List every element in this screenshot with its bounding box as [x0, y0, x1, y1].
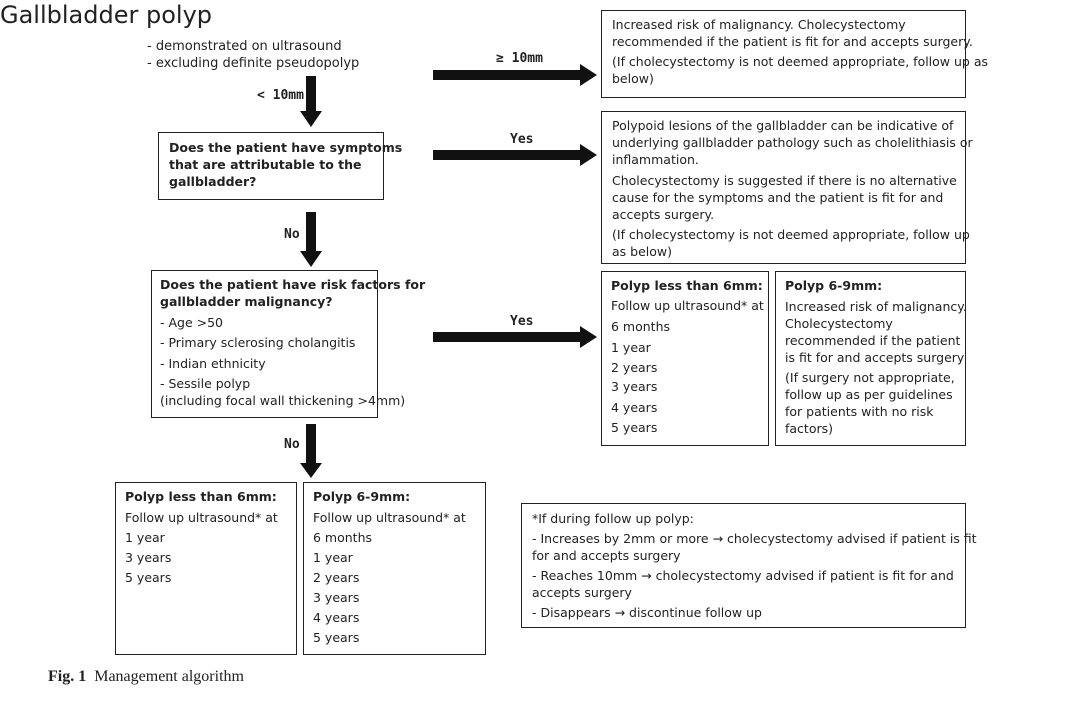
box-text: 2 years: [313, 570, 360, 585]
box-text: 5 years: [125, 570, 172, 585]
box-text: 1 year: [611, 340, 651, 355]
caption-label: Fig. 1: [48, 668, 87, 685]
box-text: 6 months: [313, 530, 373, 545]
box-text: (If surgery not appropriate,: [785, 370, 955, 385]
box-title: Polyp 6-9mm:: [785, 278, 883, 293]
arrow-right-ge10: [433, 64, 597, 86]
arrow-down-no2: [300, 424, 322, 478]
box-text: underlying gallbladder pathology such as…: [612, 135, 973, 150]
box-text: Polypoid lesions of the gallbladder can …: [612, 118, 954, 133]
box-text: below): [612, 71, 654, 86]
box-text: is fit for and accepts surgery: [785, 350, 965, 365]
box-text: 3 years: [125, 550, 172, 565]
box-text: 5 years: [611, 420, 658, 435]
box-text: recommended if the patient is fit for an…: [612, 34, 973, 49]
box-text: Does the patient have risk factors for: [160, 277, 426, 292]
box-text: factors): [785, 421, 834, 436]
box-norisk-polyp-small: Polyp less than 6mm: Follow up ultrasoun…: [115, 482, 297, 655]
box-text: gallbladder?: [169, 174, 257, 189]
label-ge10: ≥ 10mm: [496, 51, 543, 66]
box-title: Polyp 6-9mm:: [313, 489, 411, 504]
box-question-risk-factors: Does the patient have risk factors for g…: [151, 270, 425, 418]
box-text: - Reaches 10mm → cholecystectomy advised…: [532, 568, 954, 583]
start-criterion: - demonstrated on ultrasound: [147, 39, 342, 54]
box-footnote: *If during follow up polyp: - Increases …: [521, 503, 977, 628]
box-text: for patients with no risk: [785, 404, 934, 419]
box-text: Cholecystectomy is suggested if there is…: [612, 173, 957, 188]
box-text: Increased risk of malignancy. Cholecyste…: [612, 17, 906, 32]
label-lt10: < 10mm: [257, 88, 304, 103]
figure-caption: Fig. 1 Management algorithm: [48, 668, 244, 686]
box-text: (If cholecystectomy is not deemed approp…: [612, 227, 970, 242]
box-text: (If cholecystectomy is not deemed approp…: [612, 54, 989, 69]
risk-factor-item: - Indian ethnicity: [160, 356, 266, 371]
box-text: 2 years: [611, 360, 658, 375]
box-text: Follow up ultrasound* at: [313, 510, 466, 525]
box-text: 5 years: [313, 630, 360, 645]
box-text: cause for the symptoms and the patient i…: [612, 190, 944, 205]
box-text: accepts surgery.: [612, 207, 715, 222]
risk-factor-item: - Sessile polyp: [160, 376, 251, 391]
box-text: 1 year: [313, 550, 353, 565]
box-text: follow up as per guidelines: [785, 387, 953, 402]
box-text: 3 years: [313, 590, 360, 605]
box-text: Follow up ultrasound* at: [125, 510, 278, 525]
box-risk-polyp-mid: Polyp 6-9mm: Increased risk of malignanc…: [775, 271, 967, 446]
risk-factor-item: (including focal wall thickening >4mm): [160, 393, 406, 408]
arrow-down-no1: [300, 212, 322, 267]
label-yes-risk: Yes: [510, 314, 534, 329]
start-criterion: - excluding definite pseudopolyp: [147, 56, 360, 71]
box-text: Cholecystectomy: [785, 316, 893, 331]
box-text: 3 years: [611, 379, 658, 394]
box-norisk-polyp-mid: Polyp 6-9mm: Follow up ultrasound* at 6 …: [303, 482, 486, 655]
risk-factor-item: - Age >50: [160, 315, 224, 330]
label-no-risk: No: [284, 437, 300, 452]
box-text: accepts surgery: [532, 585, 632, 600]
box-text: 6 months: [611, 319, 671, 334]
box-text: as below): [612, 244, 672, 259]
box-text: Follow up ultrasound* at: [611, 298, 764, 313]
box-text: inflammation.: [612, 152, 699, 167]
box-text: - Disappears → discontinue follow up: [532, 605, 762, 620]
arrow-right-yes1: [433, 144, 597, 166]
box-risk-polyp-small: Polyp less than 6mm: Follow up ultrasoun…: [601, 271, 769, 446]
arrow-right-yes2: [433, 326, 597, 348]
box-text: 4 years: [611, 400, 658, 415]
box-text: - Increases by 2mm or more → cholecystec…: [532, 531, 977, 546]
box-text: that are attributable to the: [169, 157, 362, 172]
caption-text: Management algorithm: [94, 668, 244, 685]
arrow-down-lt10: [300, 76, 322, 127]
box-title: Polyp less than 6mm:: [611, 278, 763, 293]
risk-factor-item: - Primary sclerosing cholangitis: [160, 335, 356, 350]
box-text: recommended if the patient: [785, 333, 961, 348]
box-question-symptoms: Does the patient have symptoms that are …: [158, 132, 402, 200]
box-text: gallbladder malignancy?: [160, 294, 333, 309]
box-text: Increased risk of malignancy.: [785, 299, 967, 314]
box-symptoms-yes: Polypoid lesions of the gallbladder can …: [601, 111, 973, 264]
box-text: for and accepts surgery: [532, 548, 681, 563]
box-malignancy-risk: Increased risk of malignancy. Cholecyste…: [601, 10, 988, 98]
box-text: *If during follow up polyp:: [532, 511, 694, 526]
box-text: 1 year: [125, 530, 165, 545]
box-text: 4 years: [313, 610, 360, 625]
label-yes-symptoms: Yes: [510, 132, 534, 147]
label-no-symptoms: No: [284, 227, 300, 242]
box-text: Does the patient have symptoms: [169, 140, 403, 155]
box-title: Polyp less than 6mm:: [125, 489, 277, 504]
start-title: Gallbladder polyp: [0, 1, 213, 29]
